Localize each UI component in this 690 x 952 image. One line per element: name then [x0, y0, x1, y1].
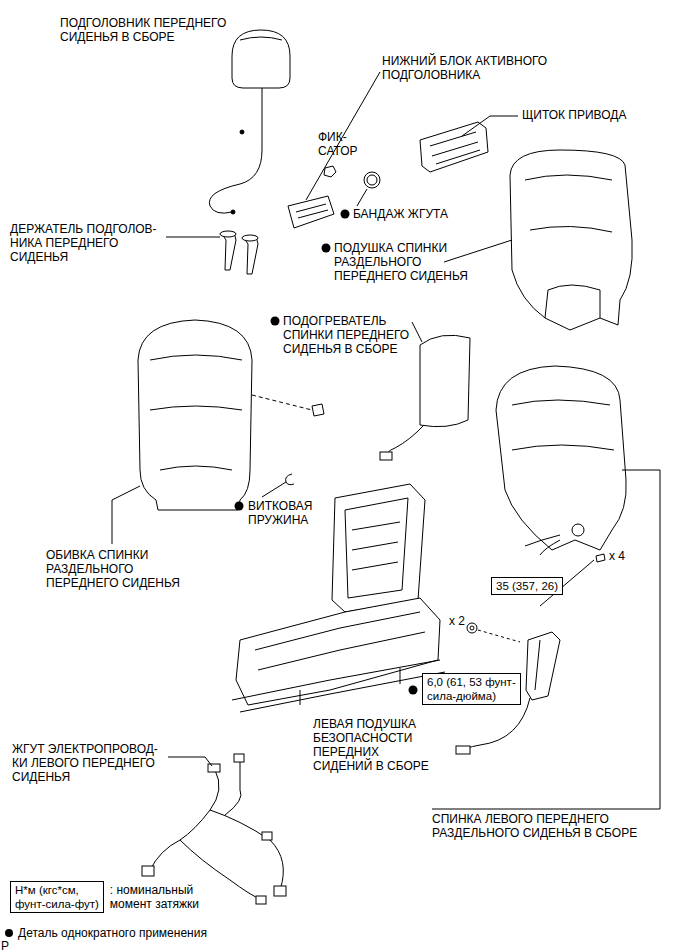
torque-value: 6,0 (61, 53 фунт- сила-дюйма)	[427, 675, 516, 703]
torque-value: Н*м (кгс*см, фунт-сила-фут)	[15, 883, 99, 911]
part-label: ДЕРЖАТЕЛЬ ПОДГОЛОВ- НИКА ПЕРЕДНЕГО СИДЕН…	[10, 222, 157, 264]
torque-value: 35 (357, 26)	[496, 579, 558, 593]
part-label: ЛЕВАЯ ПОДУШКА БЕЗОПАСНОСТИ ПЕРЕДНИХ СИДЕ…	[313, 717, 429, 773]
part-label: ЖГУТ ЭЛЕКТРОПРОВОД- КИ ЛЕВОГО ПЕРЕДНЕГО …	[12, 742, 158, 784]
part-label: ЩИТОК ПРИВОДА	[522, 108, 626, 122]
torque-box: 35 (357, 26)	[491, 577, 563, 595]
part-label: ФИК- САТОР	[318, 130, 358, 158]
part-label: ПОДОГРЕВАТЕЛЬ СПИНКИ ПЕРЕДНЕГО СИДЕНЬЯ В…	[283, 314, 409, 356]
quantity-label: x 4	[609, 549, 625, 563]
part-label: ПОДГОЛОВНИК ПЕРЕДНЕГО СИДЕНЬЯ В СБОРЕ	[60, 16, 226, 44]
legend-text: : номинальный момент затяжки	[110, 883, 199, 911]
part-label: ОБИВКА СПИНКИ РАЗДЕЛЬНОГО ПЕРЕДНЕГО СИДЕ…	[46, 548, 180, 590]
part-label: ВИТКОВАЯ ПРУЖИНА	[248, 499, 312, 527]
quantity-label: x 2	[449, 614, 465, 628]
part-label: ПОДУШКА СПИНКИ РАЗДЕЛЬНОГО ПЕРЕДНЕГО СИД…	[334, 241, 468, 283]
torque-box: 6,0 (61, 53 фунт- сила-дюйма)	[422, 673, 521, 705]
torque-box: Н*м (кгс*см, фунт-сила-фут)	[10, 881, 104, 913]
part-label: БАНДАЖ ЖГУТА	[353, 207, 448, 221]
legend-text: Деталь однократного применения	[18, 926, 207, 940]
part-label: P	[1, 939, 9, 952]
part-label: НИЖНИЙ БЛОК АКТИВНОГО ПОДГОЛОВНИКА	[382, 54, 547, 82]
part-label: СПИНКА ЛЕВОГО ПЕРЕДНЕГО РАЗДЕЛЬНОГО СИДЕ…	[432, 812, 637, 840]
